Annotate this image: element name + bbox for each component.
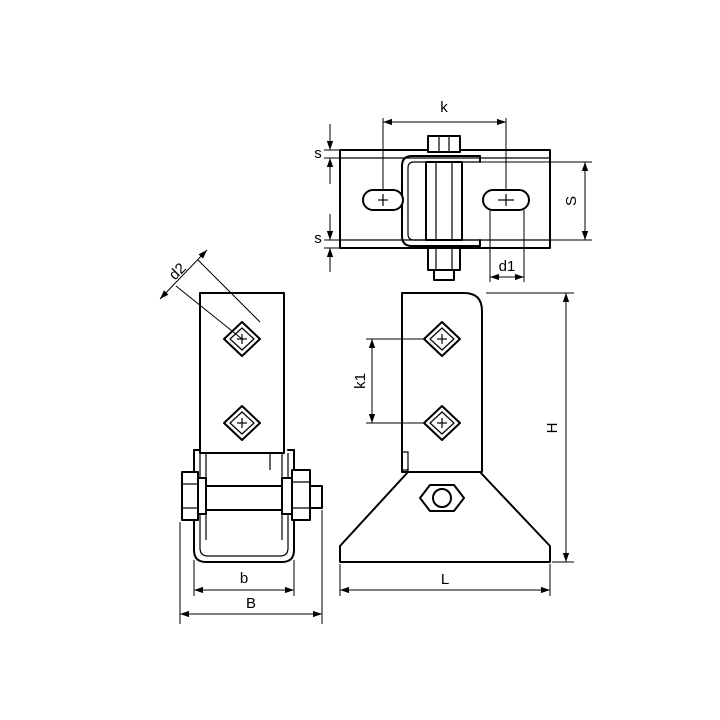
front-hole-upper [423,321,461,357]
nut-bottom [427,247,461,271]
dim-d2-line [159,249,208,300]
side-bolt-end [309,485,323,509]
front-hole-lower [423,405,461,441]
side-bolt-head [181,471,199,521]
side-bolt-shank [205,485,283,511]
dim-L-label: L [441,571,449,588]
dim-d1-label: d1 [499,258,516,275]
front-hex-nut [419,484,465,512]
dim-B-label: B [246,595,256,612]
front-nut-bore [432,488,452,508]
dim-k-label: k [440,99,448,116]
side-clamp-outer [193,449,295,563]
bolt-end [433,269,455,281]
front-upright-plate [401,292,483,473]
dim-k1-label: k1 [352,373,369,389]
bolt-head-top [427,135,461,153]
front-view: k1 H L [339,292,574,596]
side-view: d2 b B [159,249,323,624]
dim-s-top-label: s [314,145,322,162]
side-clamp-inner [199,453,289,557]
side-hole-lower [223,405,261,441]
u-clamp-inner [407,161,480,241]
dim-H-label: H [544,423,561,434]
dim-S-label: S [563,196,580,206]
dim-b-label: b [240,570,248,587]
top-view: k s s S d1 [314,99,592,282]
dim-d2-label: d2 [166,260,190,284]
bolt-shank [425,161,463,241]
dim-s-bottom-label: s [314,230,322,247]
side-nut [291,469,311,521]
